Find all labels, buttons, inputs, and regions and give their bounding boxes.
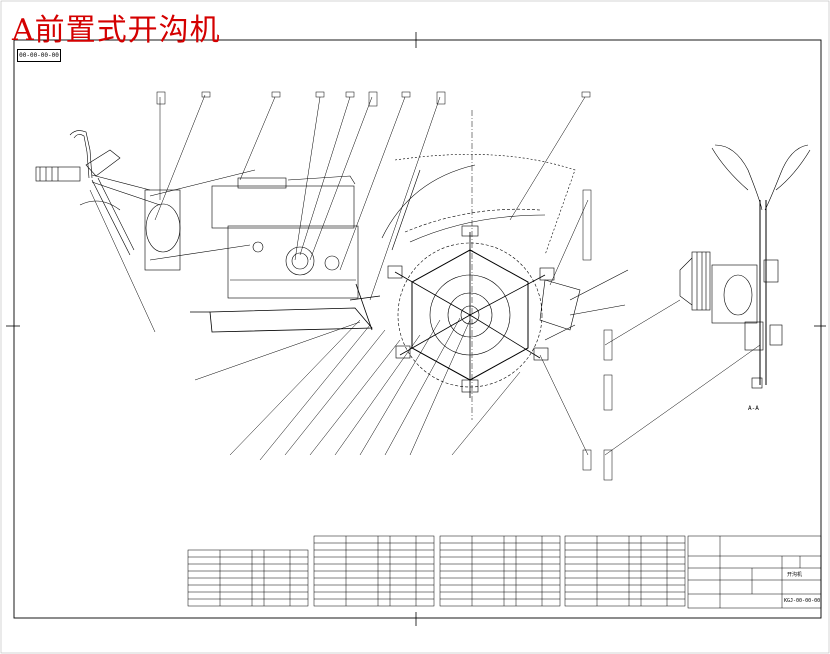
title-block-drawing-no: KGJ-00-00-00 <box>784 598 821 604</box>
section-view-label: A-A <box>748 405 759 412</box>
leader-lines <box>89 94 761 461</box>
parts-list-2 <box>313 535 435 607</box>
parts-list-4 <box>564 535 686 607</box>
parts-list-1 <box>187 549 309 607</box>
blade-guard <box>381 154 576 256</box>
part-number-tags <box>156 91 613 481</box>
chassis-frame <box>190 283 381 333</box>
trenching-wheel <box>387 225 555 398</box>
side-blade-arm <box>539 269 629 341</box>
drawing-title: A前置式开沟机 <box>12 13 221 48</box>
centering-marks <box>6 32 826 626</box>
belt-drive <box>144 169 256 271</box>
engine-housing <box>211 175 359 299</box>
frame-border <box>13 39 822 619</box>
title-block <box>687 535 822 609</box>
title-block-part-name: 开沟机 <box>787 572 803 578</box>
side-view-assembly <box>679 144 811 389</box>
parts-list-3 <box>439 535 561 607</box>
hitch-handle-assembly <box>35 130 161 256</box>
drawing-code-box: 00-00-00-00 <box>17 49 61 62</box>
